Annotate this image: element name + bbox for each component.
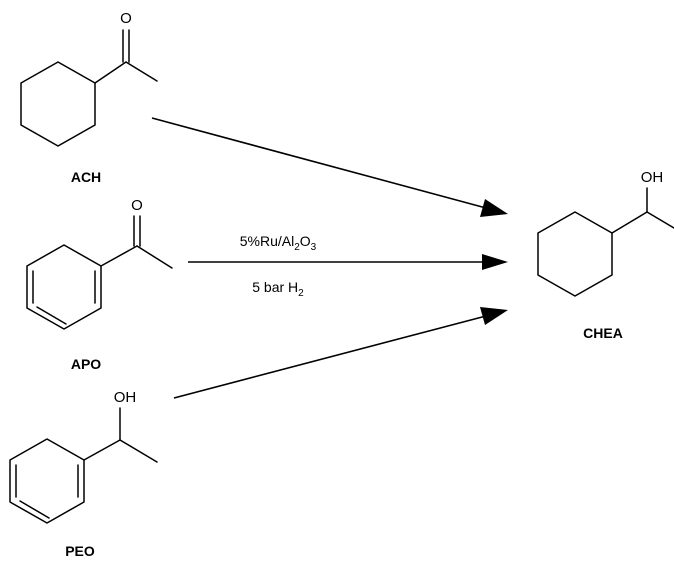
ach-bond-ring-carbonyl	[94, 61, 127, 84]
peo-label: PEO	[65, 543, 95, 559]
peo-aromatic-inner-bond-3	[19, 500, 50, 519]
molecule-apo: O APO	[26, 197, 173, 372]
ach-cyclohexane-ring	[20, 61, 96, 147]
molecule-chea: OH CHEA	[537, 169, 674, 341]
peo-bond-carbinol-methyl	[119, 439, 158, 463]
apo-benzene-ring	[26, 244, 102, 330]
reaction-arrow-ach	[151, 117, 508, 217]
condition-pressure: 5 bar H2	[252, 279, 304, 299]
arrow-head-apo	[482, 254, 508, 270]
apo-bond-carbonyl-methyl	[136, 245, 173, 269]
molecule-ach: O ACH	[20, 10, 158, 185]
molecule-peo: OH PEO	[9, 389, 158, 559]
chea-label: CHEA	[583, 325, 623, 341]
chea-cyclohexane-ring	[537, 211, 613, 297]
apo-aromatic-inner-bond-3	[36, 306, 67, 325]
condition-catalyst: 5%Ru/Al2O3	[240, 233, 317, 253]
chea-bond-ring-carbinol	[611, 211, 648, 234]
ach-label: ACH	[71, 169, 101, 185]
peo-hydroxyl-atom: OH	[114, 389, 137, 406]
apo-oxygen-atom: O	[131, 197, 143, 214]
arrow-head-ach	[480, 199, 508, 217]
reaction-arrow-peo	[173, 307, 508, 399]
ach-oxygen-atom: O	[120, 10, 132, 27]
peo-bond-ring-carbinol	[83, 439, 121, 461]
reaction-arrow-apo	[188, 254, 508, 270]
apo-label: APO	[71, 356, 101, 372]
peo-benzene-ring	[9, 438, 85, 524]
chea-bond-carbinol-methyl	[646, 211, 674, 229]
chea-hydroxyl-atom: OH	[641, 169, 664, 186]
arrow-head-peo	[480, 307, 508, 325]
ach-bond-carbonyl-methyl	[125, 61, 158, 82]
apo-bond-ring-carbonyl	[100, 245, 138, 267]
